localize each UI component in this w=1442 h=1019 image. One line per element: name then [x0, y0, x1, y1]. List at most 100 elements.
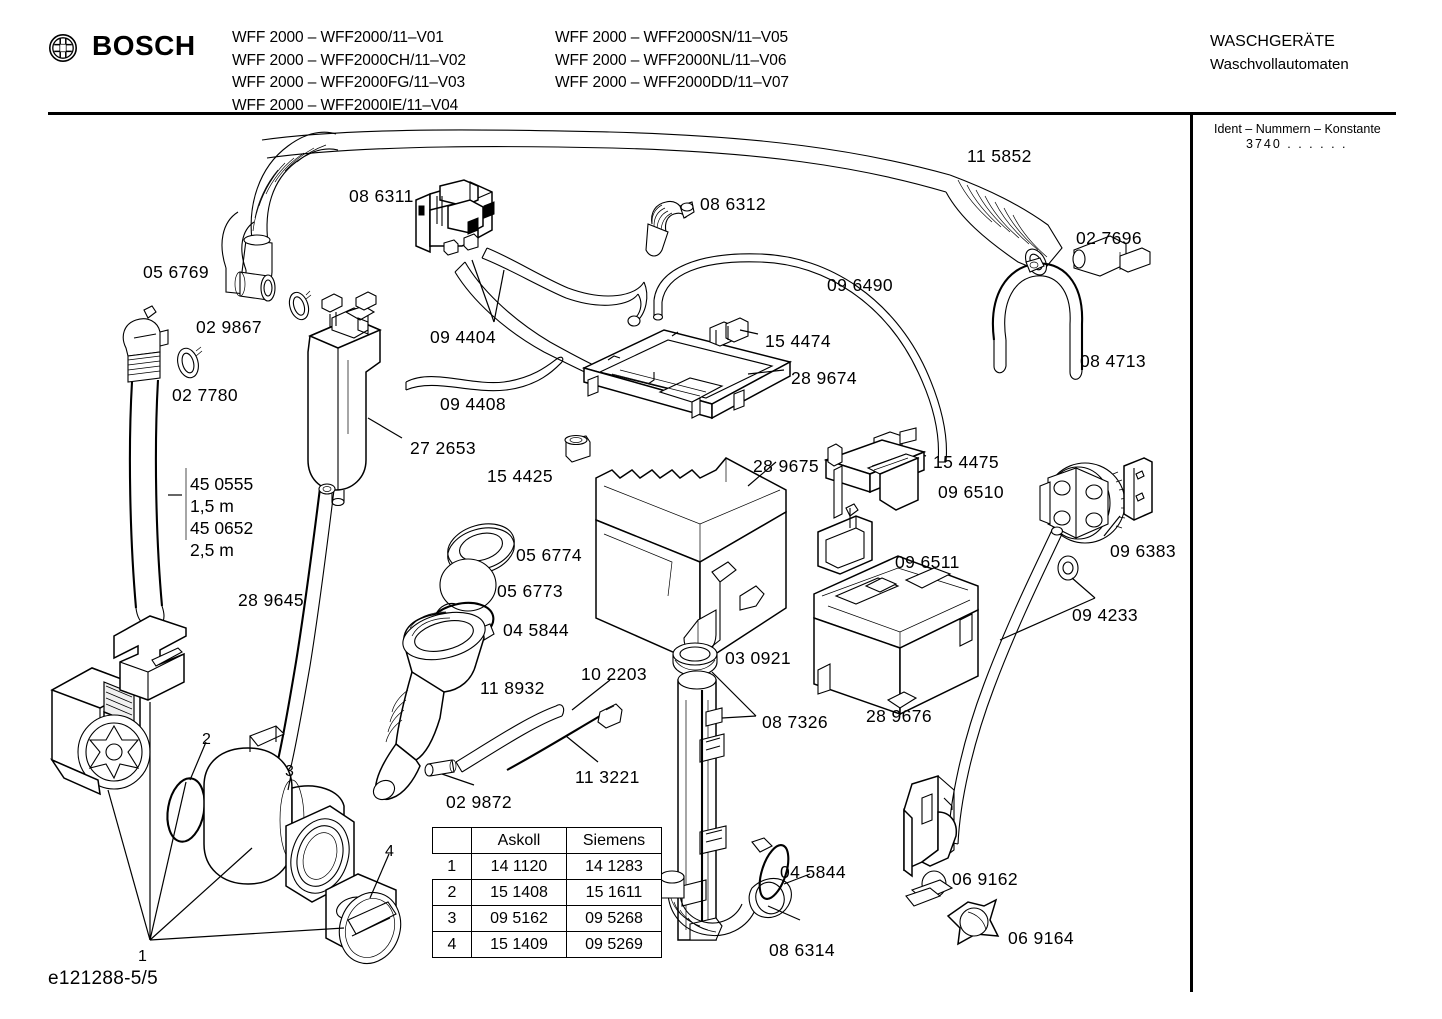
- part-label-02-9872: 02 9872: [446, 792, 513, 812]
- part-label-02-9867: 02 9867: [196, 317, 263, 337]
- table-cell-siemens: 14 1283: [566, 853, 662, 880]
- header-divider: [48, 112, 1396, 115]
- part-drawing-09-4233: [947, 526, 1096, 845]
- model-line: WFF 2000 – WFF2000DD/11–V07: [555, 74, 789, 91]
- table-cell-askoll: 15 1408: [471, 879, 567, 906]
- table-header-askoll: Askoll: [471, 827, 567, 854]
- part-label-15-4425: 15 4425: [487, 466, 554, 486]
- table-cell-siemens: 15 1611: [566, 879, 662, 906]
- length-label-line: 45 0652: [190, 518, 254, 538]
- part-drawing-15-4425: [564, 434, 591, 463]
- part-drawing-28-9674: [581, 329, 793, 420]
- model-line: WFF 2000 – WFF2000CH/11–V02: [232, 51, 466, 69]
- leader-09-4404: [471, 259, 505, 323]
- table-cell-index: 4: [432, 931, 472, 958]
- part-drawing-pump-cover: [113, 615, 187, 701]
- department-block: WASCHGERÄTE Waschvollautomaten: [1210, 30, 1349, 76]
- part-drawing-09-6510: [823, 439, 927, 519]
- part-drawing-02-9872: [424, 759, 457, 777]
- part-drawing-pump-housing: [203, 725, 355, 903]
- part-label-09-6510: 09 6510: [938, 482, 1005, 502]
- table-header-siemens: Siemens: [566, 827, 662, 854]
- part-label-09-6511: 09 6511: [895, 552, 960, 572]
- part-drawing-11-8932: [372, 602, 486, 801]
- table-cell-askoll: 14 1120: [471, 853, 567, 880]
- table-cell-index: 3: [432, 905, 472, 932]
- table-cell-siemens: 09 5268: [566, 905, 662, 932]
- callout-leaders: [107, 702, 390, 941]
- part-label-03-0921: 03 0921: [725, 648, 792, 668]
- ident-numbers-block: Ident – Nummern – Konstante 3740 . . . .…: [1214, 122, 1381, 152]
- part-drawing-08-6314: [659, 870, 792, 936]
- part-label-04-5844a: 04 5844: [503, 620, 570, 640]
- table-cell-index: 2: [432, 879, 472, 906]
- leader-08-6314: [767, 905, 801, 921]
- part-drawing-09-4404: [454, 247, 648, 391]
- table-cell-askoll: 15 1409: [471, 931, 567, 958]
- part-drawing-08-4713: [991, 257, 1084, 380]
- part-drawing-mount-plate: [1123, 457, 1153, 521]
- part-drawing-pump-motor: [49, 667, 151, 796]
- table-header-row: Askoll Siemens: [432, 827, 662, 854]
- part-label-08-6311: 08 6311: [349, 186, 414, 206]
- part-drawing-27-2653: [307, 291, 382, 507]
- leader-08-7326: [711, 671, 757, 719]
- part-drawing-05-6773: [439, 558, 497, 612]
- part-drawing-06-9162: [903, 774, 958, 907]
- part-drawing-08-7326: [677, 670, 727, 941]
- part-label-15-4474: 15 4474: [765, 331, 832, 351]
- part-label-11-3221: 11 3221: [575, 767, 640, 787]
- part-label-10-2203: 10 2203: [581, 664, 648, 684]
- part-label-09-6383: 09 6383: [1110, 541, 1177, 561]
- leader-28-9674: [747, 369, 785, 375]
- part-label-09-6490: 09 6490: [827, 275, 894, 295]
- leader-09-6383: [1103, 515, 1121, 537]
- part-label-08-6312: 08 6312: [700, 194, 767, 214]
- part-drawing-10-2203: [455, 704, 565, 773]
- part-label-02-7780: 02 7780: [172, 385, 239, 405]
- part-drawing-28-9675: [595, 457, 787, 666]
- callout-1: 1: [138, 948, 147, 965]
- model-line: WFF 2000 – WFF2000NL/11–V06: [555, 51, 787, 69]
- part-drawing-corrugated-drain-hose: [241, 131, 339, 289]
- part-drawing-09-6383: [1039, 462, 1128, 544]
- model-line: WFF 2000 – WFF2000SN/11–V05: [555, 29, 789, 46]
- part-label-05-6769: 05 6769: [143, 262, 210, 282]
- part-label-09-4404: 09 4404: [430, 327, 497, 347]
- part-label-08-7326: 08 7326: [762, 712, 829, 732]
- part-label-15-4475: 15 4475: [933, 452, 1000, 472]
- part-label-08-4713: 08 4713: [1080, 351, 1147, 371]
- length-label-line: 1,5 m: [190, 496, 234, 516]
- part-label-28-9676: 28 9676: [866, 706, 933, 726]
- part-drawing-09-6511: [817, 503, 873, 575]
- part-drawing-04-5844-a: [425, 601, 495, 647]
- panel-divider: [1190, 114, 1193, 992]
- part-drawing-pump-filter: [325, 873, 402, 965]
- part-label-06-9162: 06 9162: [952, 869, 1019, 889]
- part-drawing-09-6490: [652, 253, 947, 463]
- ident-title: Ident – Nummern – Konstante: [1214, 122, 1381, 136]
- part-label-05-6773: 05 6773: [497, 581, 564, 601]
- length-label-line: 45 0555: [190, 474, 254, 494]
- part-drawing-11-3221: [506, 703, 623, 771]
- model-list-right: WFF 2000 – WFF2000SN/11–V05 WFF 2000 – W…: [555, 27, 789, 95]
- callout-2: 2: [202, 731, 211, 748]
- part-label-02-7696: 02 7696: [1076, 228, 1143, 248]
- brand-wordmark: BOSCH: [92, 30, 196, 61]
- part-drawing-15-4474: [709, 317, 749, 347]
- leader-27-2653: [367, 417, 403, 439]
- part-label-05-6774: 05 6774: [516, 545, 583, 565]
- leader-02-9872: [441, 773, 475, 786]
- part-drawing-28-9645: [276, 483, 336, 772]
- part-drawing-08-6311: [415, 179, 495, 256]
- part-label-09-4408: 09 4408: [440, 394, 507, 414]
- part-drawing-clamp-ring-b: [177, 346, 203, 379]
- part-drawing-08-6312: [645, 200, 695, 257]
- document-code: e121288‑5/5: [48, 968, 159, 989]
- part-drawing-15-4475: [873, 427, 917, 453]
- part-label-08-6314: 08 6314: [769, 940, 836, 960]
